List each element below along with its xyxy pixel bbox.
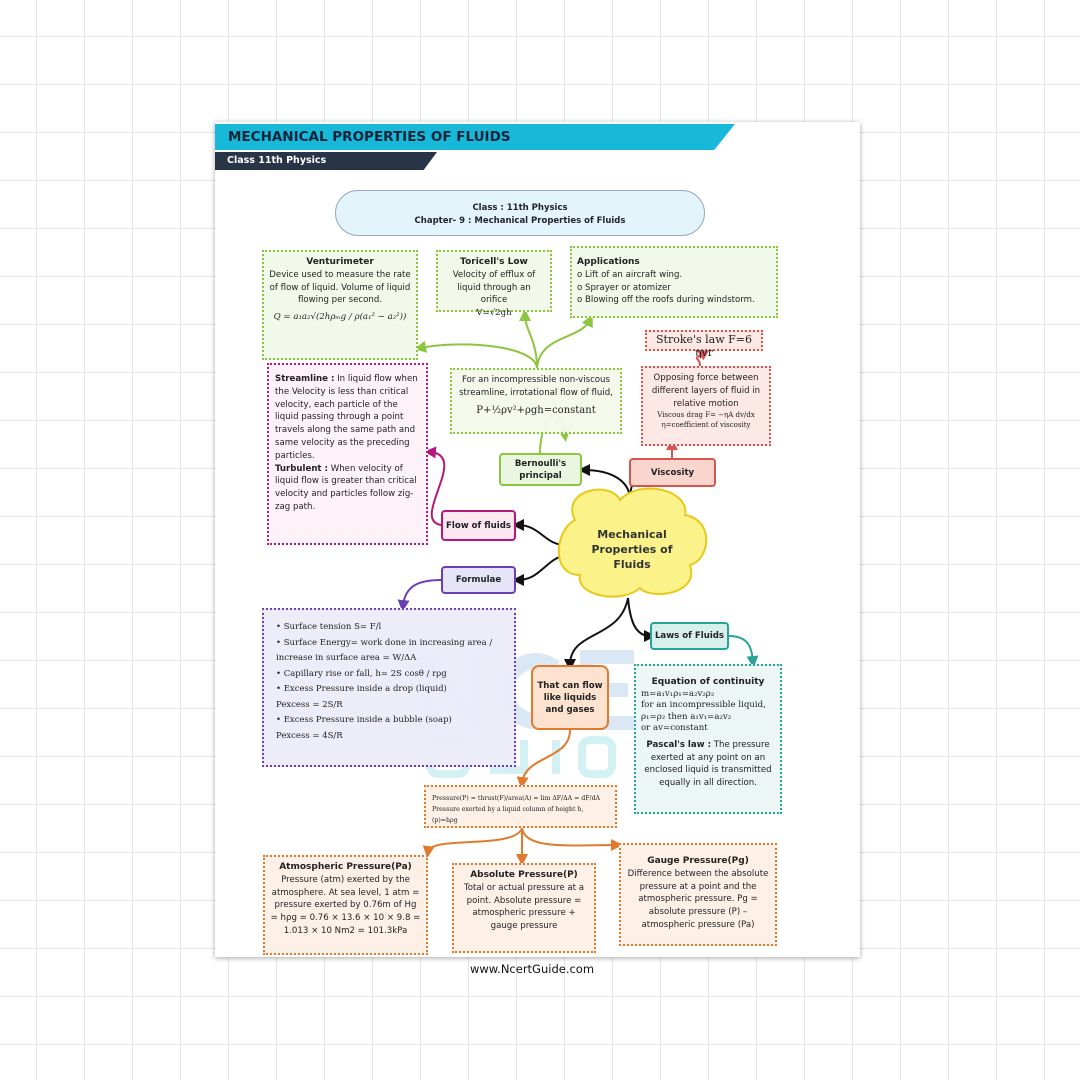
turbulent-title: Turbulent : bbox=[275, 463, 328, 474]
venturimeter-formula: Q = a₁a₂√(2hρₘg / ρ(a₁² − a₂²)) bbox=[273, 312, 407, 323]
bernoulli-text: For an incompressible non-viscous stream… bbox=[459, 375, 613, 398]
toricelli-text: Velocity of efflux of liquid through an … bbox=[452, 269, 536, 306]
stokes-law: Stroke's law F=6 ηvr bbox=[645, 330, 763, 359]
pressure-box: Pressure(P) = thrust(F)/area(A) = lim ΔF… bbox=[424, 785, 617, 828]
bernoulli-box: For an incompressible non-viscous stream… bbox=[450, 368, 622, 434]
formulae-node: Formulae bbox=[441, 566, 516, 594]
absolute-text: Total or actual pressure at a point. Abs… bbox=[463, 882, 584, 932]
continuity-line: or av=constant bbox=[641, 723, 708, 734]
bernoulli-node: Bernoulli's principal bbox=[499, 453, 582, 486]
viscosity-node: Viscosity bbox=[629, 458, 716, 487]
continuity-line: m=a₁v₁ρ₁=a₂v₂ρ₂ bbox=[641, 688, 715, 699]
continuity-box: Equation of continuity m=a₁v₁ρ₁=a₂v₂ρ₂ f… bbox=[634, 664, 782, 814]
venturimeter-text: Device used to measure the rate of flow … bbox=[269, 269, 411, 306]
gauge-pressure-box: Gauge Pressure(Pg) Difference between th… bbox=[619, 843, 777, 946]
viscosity-box: Opposing force between different layers … bbox=[641, 366, 771, 446]
formulae-box: • Surface tension S= F/l • Surface Energ… bbox=[262, 608, 516, 767]
laws-of-fluids-node: Laws of Fluids bbox=[650, 622, 729, 650]
surface-tension-formula: • Surface tension S= F/l bbox=[276, 622, 382, 632]
pascal-text: The pressure exerted at any point on an … bbox=[644, 739, 772, 789]
atmospheric-title: Atmospheric Pressure(Pa) bbox=[279, 862, 412, 872]
watermark-url: www.NcertGuide.com bbox=[470, 962, 595, 976]
toricelli-box: Toricell's Low Velocity of efflux of liq… bbox=[436, 250, 552, 318]
continuity-formulas: m=a₁v₁ρ₁=a₂v₂ρ₂ for an incompressible li… bbox=[641, 689, 775, 735]
viscous-drag-formula: Viscous drag F= −ηA dv/dx bbox=[657, 411, 755, 420]
liquid-column-pressure: Pressure exerted by a liquid column of h… bbox=[432, 806, 584, 824]
streamline-title: Streamline : bbox=[275, 374, 335, 384]
venturimeter-title: Venturimeter bbox=[306, 257, 374, 267]
bubble-pressure-label: • Excess Pressure inside a bubble (soap) bbox=[276, 715, 452, 725]
page-title: MECHANICAL PROPERTIES OF FLUIDS bbox=[215, 124, 735, 150]
pressure-formula: Pressure(P) = thrust(F)/area(A) = lim ΔF… bbox=[432, 795, 601, 802]
applications-title: Applications bbox=[577, 257, 640, 267]
bubble-pressure-formula: Pexcess = 4S/R bbox=[276, 730, 343, 741]
page-subtitle: Class 11th Physics bbox=[215, 152, 437, 170]
gauge-title: Gauge Pressure(Pg) bbox=[647, 856, 749, 866]
absolute-pressure-box: Absolute Pressure(P) Total or actual pre… bbox=[452, 863, 596, 953]
drop-pressure-formula: Pexcess = 2S/R bbox=[276, 699, 343, 710]
applications-box: Applications o Lift of an aircraft wing.… bbox=[570, 246, 778, 318]
surface-energy-formula: • Surface Energy= work done in increasin… bbox=[276, 637, 493, 664]
absolute-title: Absolute Pressure(P) bbox=[470, 870, 578, 880]
application-item: o Lift of an aircraft wing. bbox=[577, 269, 683, 280]
streamline-text: In liquid flow when the Velocity is less… bbox=[275, 374, 418, 461]
continuity-line: ρ₁=ρ₂ then a₁v₁=a₂v₂ bbox=[641, 711, 732, 722]
drop-pressure-label: • Excess Pressure inside a drop (liquid) bbox=[276, 684, 447, 694]
toricelli-formula: V=√2gh bbox=[476, 308, 512, 319]
application-item: o Blowing off the roofs during windstorm… bbox=[577, 295, 755, 306]
streamline-box: Streamline : In liquid flow when the Vel… bbox=[267, 363, 428, 545]
viscosity-text: Opposing force between different layers … bbox=[651, 373, 761, 409]
pascal-law: Pascal's law : The pressure exerted at a… bbox=[641, 739, 775, 790]
class-label: Class : 11th Physics bbox=[472, 203, 568, 213]
chapter-header: Class : 11th Physics Chapter- 9 : Mechan… bbox=[335, 190, 705, 236]
continuity-title: Equation of continuity bbox=[651, 677, 765, 687]
flow-of-fluids-node: Flow of fluids bbox=[441, 510, 516, 541]
pascal-title: Pascal's law : bbox=[646, 739, 712, 750]
venturimeter-box: Venturimeter Device used to measure the … bbox=[262, 250, 418, 360]
flow-like-node: That can flow like liquids and gases bbox=[531, 665, 609, 730]
bernoulli-formula: P+½ρv²+ρgh=constant bbox=[476, 404, 596, 416]
atmospheric-text: Pressure (atm) exerted by the atmosphere… bbox=[270, 874, 421, 936]
toricelli-title: Toricell's Low bbox=[460, 257, 528, 267]
continuity-line: for an incompressible liquid, bbox=[641, 700, 766, 711]
viscosity-coefficient: η=coefficient of viscosity bbox=[661, 421, 751, 430]
chapter-label: Chapter- 9 : Mechanical Properties of Fl… bbox=[414, 216, 626, 226]
turbulent-text: When velocity of liquid flow is greater … bbox=[275, 463, 417, 512]
center-cloud-shape bbox=[557, 487, 708, 598]
center-topic: Mechanical Properties of Fluids bbox=[591, 527, 673, 571]
atmospheric-pressure-box: Atmospheric Pressure(Pa) Pressure (atm) … bbox=[263, 855, 428, 955]
capillary-rise-formula: • Capillary rise or fall, h= 2S cosθ / r… bbox=[276, 668, 447, 679]
application-item: o Sprayer or atomizer bbox=[577, 282, 671, 293]
gauge-text: Difference between the absolute pressure… bbox=[627, 868, 769, 930]
